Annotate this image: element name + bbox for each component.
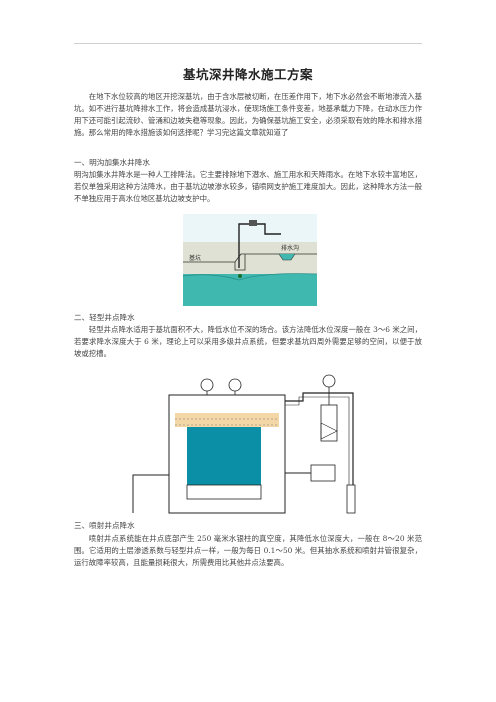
document-title: 基坑深井降水施工方案 — [182, 67, 313, 82]
vacuum-gauge-icon — [322, 374, 336, 388]
outlet-pipe — [285, 392, 354, 485]
section-3-body: 喷射井点系统能在井点底部产生 250 毫米水银柱的真空度，其降低水位深度大，一般… — [74, 534, 422, 568]
pressure-gauge-left-icon — [200, 378, 214, 392]
label-pit: 基坑 — [189, 254, 201, 262]
check-valve-icon — [320, 422, 338, 440]
section-3-heading: 三、喷射井点降水 — [74, 521, 135, 530]
section-2-heading: 二、轻型井点降水 — [74, 313, 135, 322]
header-rule — [74, 43, 422, 44]
discharge-drop — [346, 484, 356, 514]
tank-outline — [168, 394, 286, 514]
discharge-pipe — [238, 223, 281, 268]
separator-tank — [320, 404, 338, 442]
section-2-body: 轻型井点降水适用于基坑面积不大，降低水位不深的场合。该方法降低水位深度一般在 3… — [74, 325, 422, 359]
section-1-body: 明沟加集水井降水是一种人工排降法。它主要排除地下潜水、施工用水和天降雨水。在地下… — [74, 170, 422, 204]
outlet-pipe-inner — [285, 396, 350, 485]
ditch-drainage-diagram: 基坑 排水沟 — [183, 214, 317, 306]
tank-top-chamber — [175, 413, 279, 427]
groundwater-zone — [183, 274, 317, 306]
pit-outline — [234, 254, 246, 271]
pump-motor — [310, 464, 336, 482]
wellpoint-system-diagram — [132, 374, 356, 514]
tank-water — [187, 427, 261, 485]
pump-box — [249, 220, 257, 226]
inlet-pipe — [132, 474, 169, 513]
water-table-curve — [183, 273, 317, 281]
sump-well — [238, 274, 242, 278]
label-ditch: 排水沟 — [281, 244, 299, 252]
tank-bottom — [186, 484, 262, 500]
pressure-gauge-right-icon — [228, 378, 242, 392]
intro-paragraph: 在地下水位较高的地区开挖深基坑，由于含水层被切断，在压差作用下，地下水必然会不断… — [74, 92, 422, 138]
drain-ditch — [278, 253, 296, 261]
section-1-heading: 一、明沟加集水井降水 — [74, 158, 150, 167]
